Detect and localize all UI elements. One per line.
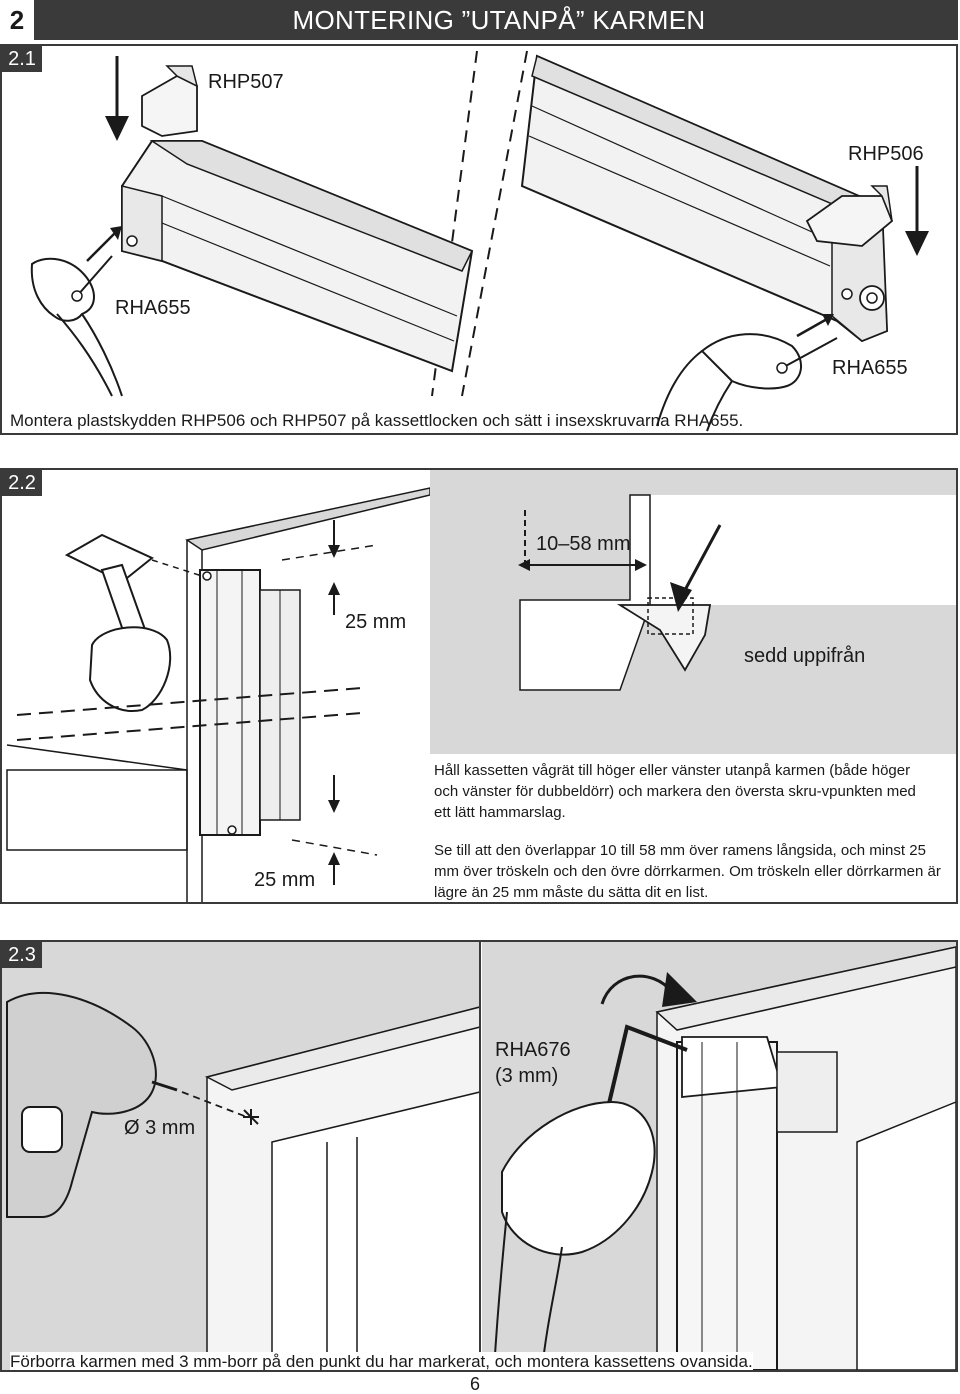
step-caption: Montera plastskydden RHP506 och RHP507 p… [10, 411, 744, 430]
step-2-2-top-view [430, 470, 956, 754]
step-2-2-front-view [6, 487, 430, 902]
label-rhp507: RHP507 [208, 71, 284, 93]
page-number: 6 [470, 1374, 481, 1394]
label-tool-name: RHA676 [495, 1039, 571, 1061]
step-2-2-panel: 2.2 25 mm 25 mm 10–58 mm sedd uppifrån H… [0, 468, 958, 904]
section-number: 2 [0, 0, 34, 40]
step-number: 2.3 [2, 942, 42, 968]
section-header [0, 0, 958, 40]
step-2-3-illustration [2, 942, 956, 1370]
step-number: 2.2 [2, 470, 42, 496]
label-rha655-right: RHA655 [832, 357, 908, 379]
label-top-view: sedd uppifrån [744, 645, 866, 667]
instruction-paragraph-2: Se till att den överlappar 10 till 58 mm… [434, 842, 941, 901]
label-top-gap: 25 mm [345, 611, 407, 633]
step-2-1-panel: 2.1 RHP507 RHP506 RHA655 RHA655 Montera … [0, 44, 958, 435]
label-rha655-left: RHA655 [115, 297, 191, 319]
label-overlap: 10–58 mm [536, 533, 631, 555]
label-bottom-gap: 25 mm [254, 869, 316, 891]
step-number: 2.1 [2, 46, 42, 72]
step-2-1-illustration [30, 50, 929, 432]
label-tool-size: (3 mm) [495, 1065, 559, 1087]
instruction-paragraph-1: Håll kassetten vågrät till höger eller v… [434, 762, 916, 821]
label-rhp506: RHP506 [848, 143, 924, 165]
step-caption: Förborra karmen med 3 mm-borr på den pun… [10, 1352, 753, 1371]
section-title: MONTERING ”UTANPÅ” KARMEN [292, 5, 706, 35]
label-drill-size: Ø 3 mm [124, 1117, 196, 1139]
step-2-3-panel: 2.3 Ø 3 mm RHA676 (3 mm) Förborra karmen… [0, 940, 958, 1372]
